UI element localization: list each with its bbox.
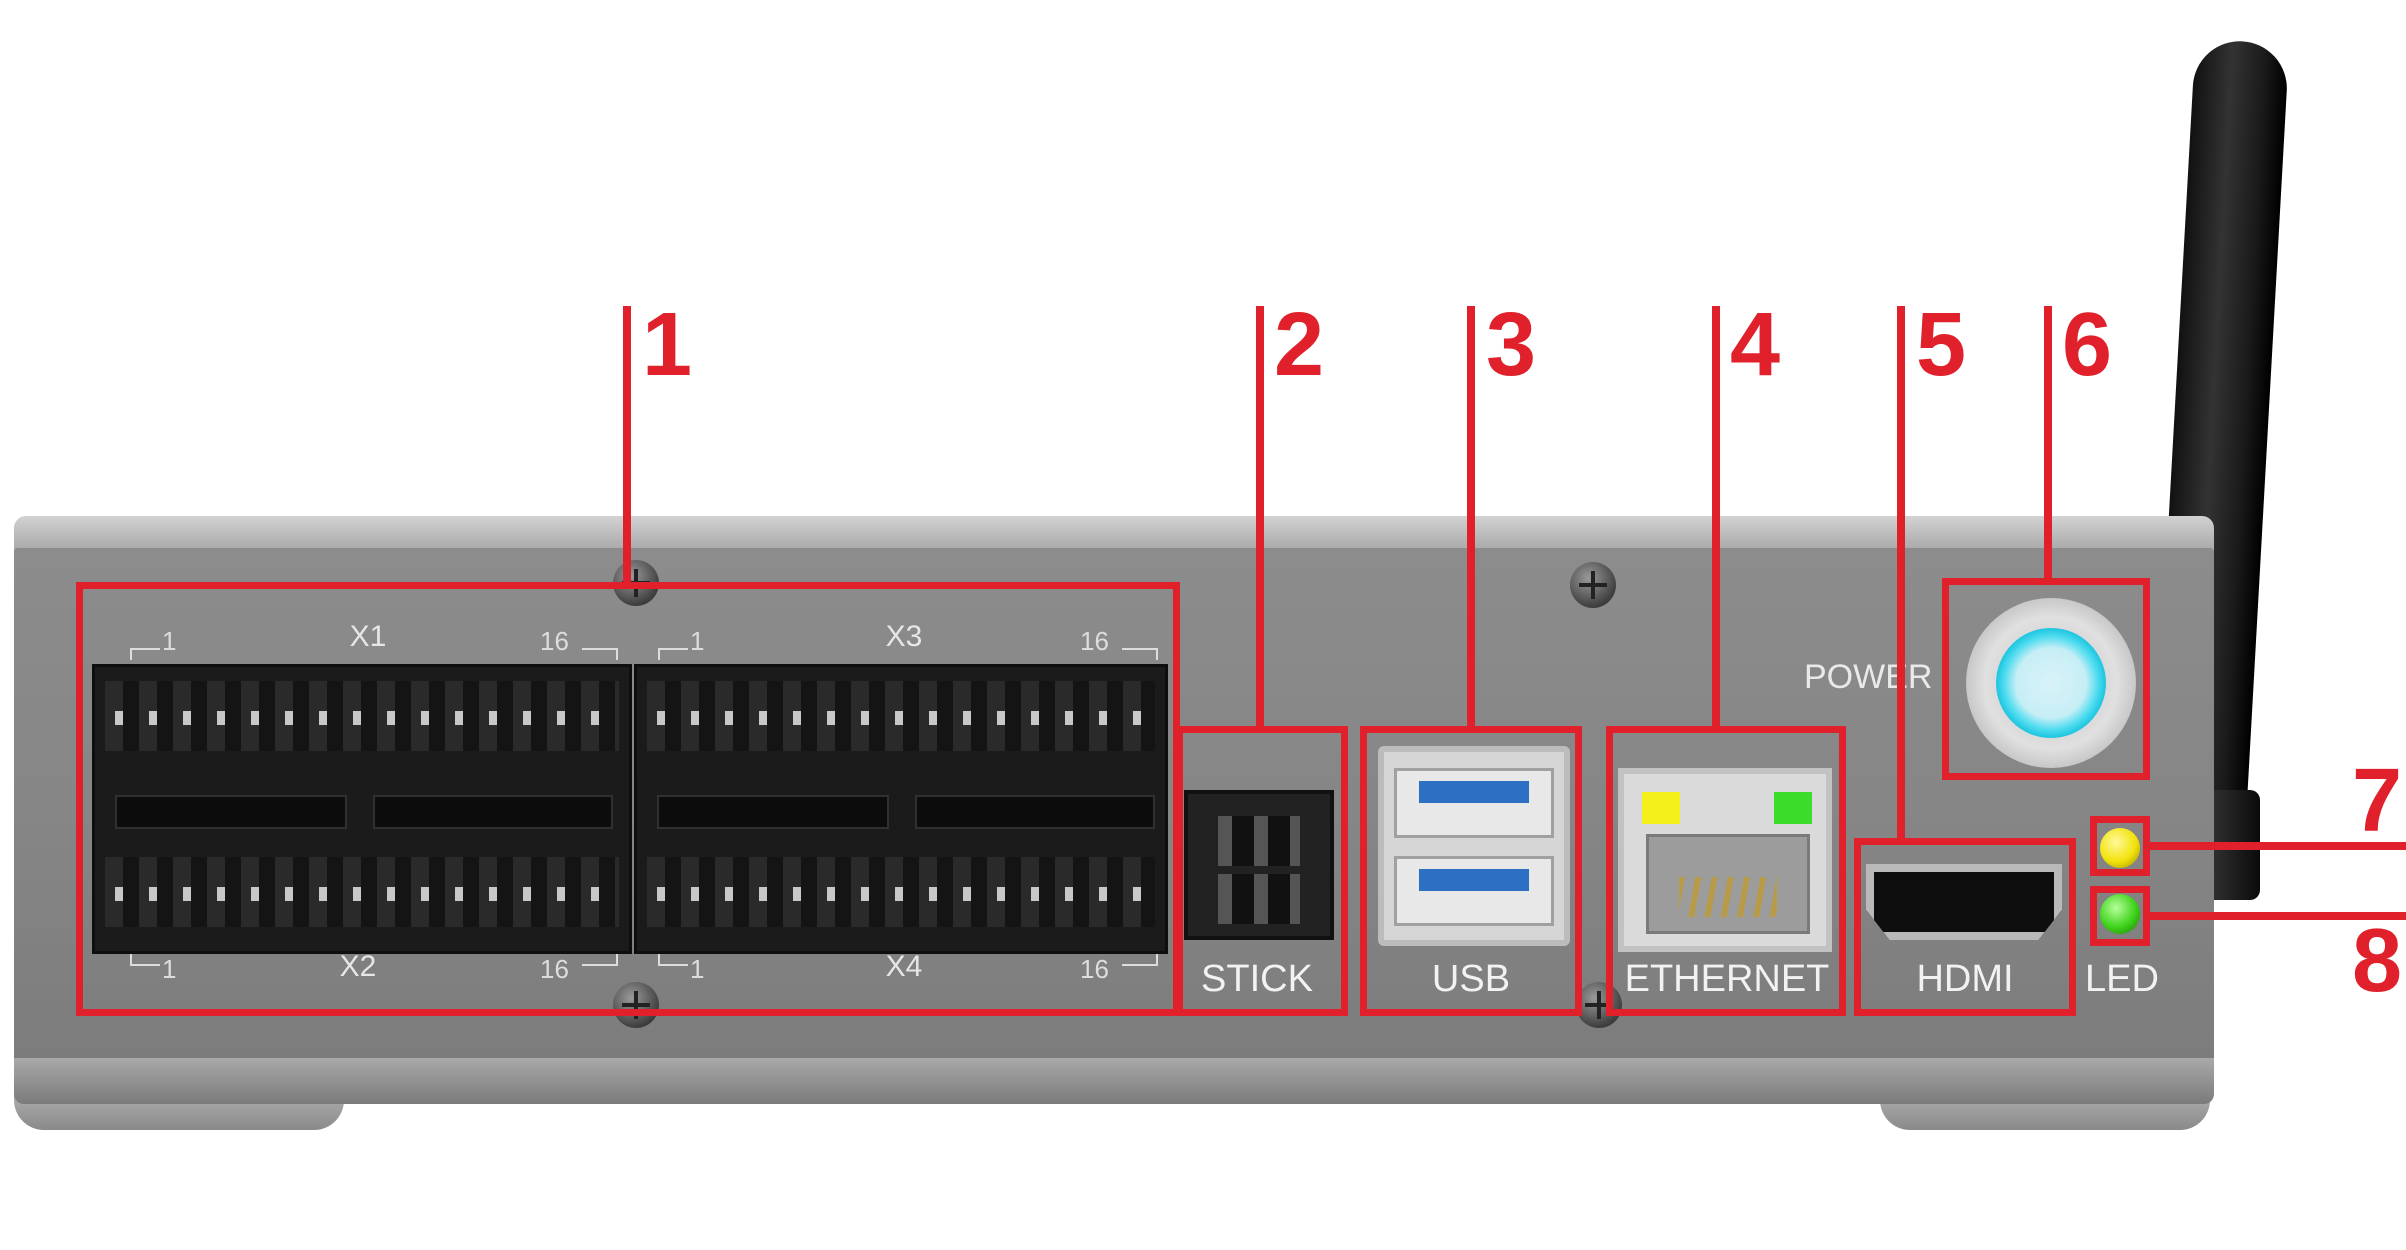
ethernet-label: ETHERNET xyxy=(1624,958,1830,1000)
callout-box-3 xyxy=(1360,726,1582,1016)
usb-port-lower[interactable] xyxy=(1394,856,1554,926)
x3-last-pin: 16 xyxy=(1080,626,1109,656)
power-label: POWER xyxy=(1804,658,1933,696)
leader-line-6 xyxy=(2044,306,2052,580)
rj45-socket xyxy=(1646,834,1810,934)
callout-box-1 xyxy=(76,582,1180,1016)
x2-last-pin: 16 xyxy=(540,954,569,984)
power-button[interactable] xyxy=(1966,598,2136,768)
leader-line-7 xyxy=(2148,842,2406,850)
callout-number-6: 6 xyxy=(2062,295,2113,395)
usb-port-housing xyxy=(1378,746,1570,946)
callout-number-1: 1 xyxy=(642,295,693,395)
screw-icon xyxy=(1576,982,1622,1028)
x1-last-pin: 16 xyxy=(540,626,569,656)
x3-pin1-bracket xyxy=(658,648,688,660)
stick-label: STICK xyxy=(1201,958,1313,1000)
callout-box-8 xyxy=(2090,886,2150,946)
x1-first-pin: 1 xyxy=(162,626,177,656)
x4-label: X4 xyxy=(885,950,923,983)
hdmi-label: HDMI xyxy=(1916,958,2014,1000)
screw-icon xyxy=(1570,562,1616,608)
power-ring-light xyxy=(1996,628,2106,738)
leader-line-8 xyxy=(2148,912,2406,920)
usb-label: USB xyxy=(1431,958,1511,1000)
green-status-led xyxy=(2100,894,2140,934)
callout-number-5: 5 xyxy=(1916,295,1967,395)
leader-line-1 xyxy=(623,306,631,584)
x4-pin1-bracket xyxy=(658,954,688,966)
yellow-status-led xyxy=(2100,828,2140,868)
x2-first-pin: 1 xyxy=(162,954,177,984)
hdmi-port[interactable] xyxy=(1866,864,2062,940)
x4-last-pin: 16 xyxy=(1080,954,1109,984)
callout-box-5 xyxy=(1854,838,2076,1016)
x3-label: X3 xyxy=(885,620,923,653)
ethernet-port[interactable] xyxy=(1618,768,1832,952)
callout-box-6 xyxy=(1942,578,2150,780)
leader-line-2 xyxy=(1256,306,1264,728)
x1-label: X1 xyxy=(349,620,387,653)
ethernet-activity-led xyxy=(1774,792,1812,824)
ethernet-link-led xyxy=(1642,792,1680,824)
x3-first-pin: 1 xyxy=(690,626,705,656)
led-label: LED xyxy=(2085,958,2159,1000)
stick-port[interactable] xyxy=(1184,790,1334,940)
x2-pin16-bracket xyxy=(582,954,618,966)
screw-icon xyxy=(613,982,659,1028)
callout-box-7 xyxy=(2090,816,2150,876)
leader-line-5 xyxy=(1897,306,1905,840)
terminal-block-x3-x4 xyxy=(634,664,1168,954)
x1-pin16-bracket xyxy=(582,648,618,660)
case-bottom-edge xyxy=(14,1058,2214,1104)
callout-number-7: 7 xyxy=(2352,751,2403,851)
callout-number-4: 4 xyxy=(1730,295,1781,395)
callout-number-2: 2 xyxy=(1274,295,1325,395)
x4-first-pin: 1 xyxy=(690,954,705,984)
callout-box-4 xyxy=(1606,726,1846,1016)
callout-box-2 xyxy=(1176,726,1348,1016)
callout-number-8: 8 xyxy=(2352,911,2403,1011)
leader-line-3 xyxy=(1467,306,1475,728)
x4-pin16-bracket xyxy=(1122,954,1158,966)
usb-port-upper[interactable] xyxy=(1394,768,1554,838)
x2-label: X2 xyxy=(339,950,377,983)
leader-line-4 xyxy=(1712,306,1720,728)
io-terminal-blocks: 1 X1 16 1 X3 16 1 X2 16 1 X4 16 xyxy=(92,620,1168,984)
x1-pin1-bracket xyxy=(130,648,160,660)
x2-pin1-bracket xyxy=(130,954,160,966)
callout-number-3: 3 xyxy=(1486,295,1537,395)
x3-pin16-bracket xyxy=(1122,648,1158,660)
terminal-block-x1-x2 xyxy=(92,664,632,954)
